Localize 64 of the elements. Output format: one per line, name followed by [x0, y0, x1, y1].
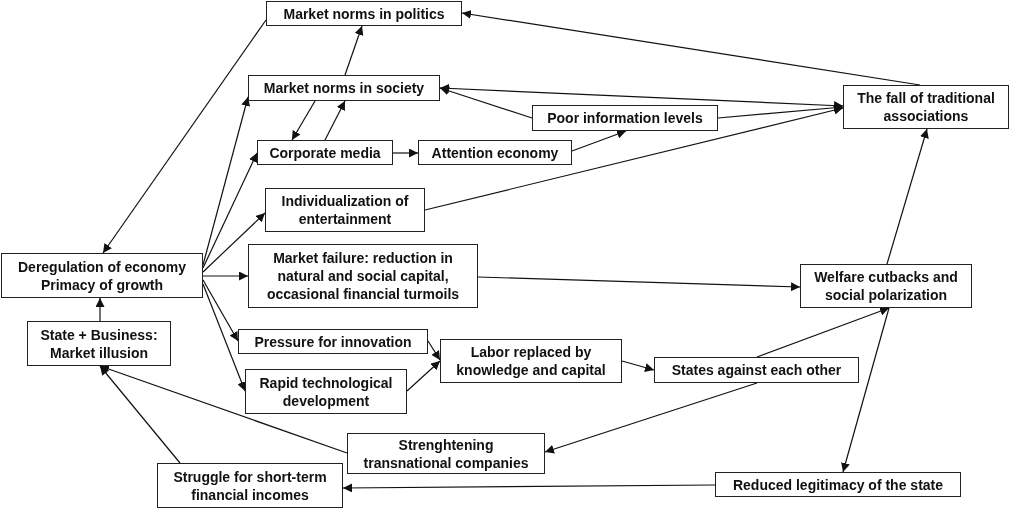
box-text: Struggle for short-term financial incomes — [172, 467, 328, 504]
process-box — [347, 433, 545, 474]
arrow — [202, 212, 266, 273]
process-box — [418, 140, 572, 165]
process-box — [843, 85, 1009, 129]
arrow — [102, 19, 267, 254]
arrow — [544, 382, 758, 454]
arrow — [202, 152, 258, 269]
arrow — [406, 360, 441, 392]
arrow — [392, 148, 419, 158]
arrow — [99, 364, 348, 454]
arrow — [427, 340, 441, 361]
arrow — [621, 360, 655, 372]
box-text: Individualization of entertainment — [280, 192, 410, 228]
arrow — [424, 105, 844, 211]
process-box — [245, 369, 407, 414]
arrow — [99, 365, 181, 464]
arrow — [202, 279, 239, 342]
arrow — [202, 283, 246, 392]
box-text: Deregulation of economy — [18, 257, 186, 276]
box-text: Pressure for innovation — [254, 332, 412, 351]
arrow — [342, 483, 716, 493]
arrow — [202, 96, 250, 266]
box-text: Corporate media — [269, 143, 381, 162]
process-box — [532, 105, 718, 131]
arrow — [95, 297, 105, 322]
process-box — [1, 253, 203, 298]
arrow — [756, 306, 890, 358]
arrow — [291, 100, 316, 141]
process-box — [238, 329, 428, 354]
arrow — [717, 103, 844, 119]
box-text: Reduced legitimacy of the state — [732, 475, 944, 494]
process-box — [800, 264, 972, 308]
process-box — [248, 244, 478, 308]
box-text: The fall of traditional associations — [856, 89, 996, 125]
box-text: Welfare cutbacks and social polarization — [813, 268, 959, 304]
arrow — [886, 128, 929, 265]
arrow — [841, 307, 890, 473]
process-box — [715, 472, 961, 497]
process-box — [157, 463, 343, 508]
arrow — [439, 86, 533, 119]
process-box — [257, 140, 393, 165]
process-box — [27, 321, 171, 366]
arrow — [344, 25, 364, 76]
arrow — [477, 276, 801, 292]
box-text: Labor replaced by knowledge and capital — [455, 343, 607, 379]
box-text: Attention economy — [431, 143, 559, 162]
process-box — [266, 1, 462, 26]
box-text: States against each other — [671, 361, 842, 379]
box-text: Market norms in politics — [283, 4, 445, 23]
box-text: Primacy of growth — [40, 275, 164, 294]
box-text: Poor information levels — [547, 109, 703, 127]
arrow — [202, 271, 249, 281]
process-box — [440, 339, 622, 383]
arrow — [324, 100, 346, 141]
box-text: Market failure: reduction in natural and social capital, occasional financial turmoils — [265, 249, 461, 303]
process-box — [654, 357, 859, 383]
process-box — [248, 75, 440, 101]
box-text: State + Business: Market illusion — [39, 325, 159, 362]
process-box — [265, 188, 425, 232]
box-text: Strenghtening transnational companies — [362, 435, 530, 472]
arrow — [571, 129, 627, 152]
box-text: Market norms in society — [263, 79, 425, 97]
box-text: Rapid technological development — [258, 373, 394, 410]
